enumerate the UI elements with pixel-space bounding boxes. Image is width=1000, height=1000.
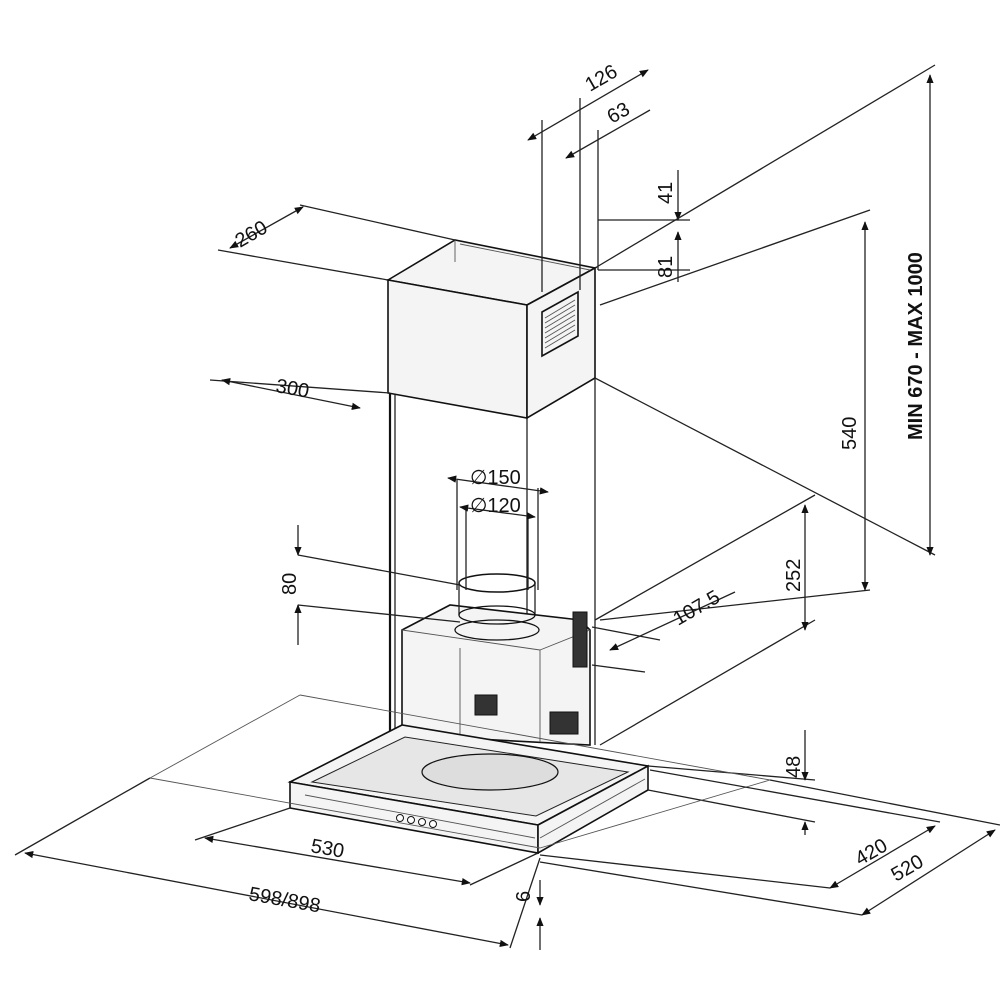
chimney [385, 239, 598, 745]
dim-48: 48 [783, 756, 805, 778]
dimension-lines [14, 64, 1000, 950]
dim-420: 420 [852, 835, 892, 871]
dim-min-max: MIN 670 - MAX 1000 [905, 252, 927, 440]
dim-540: 540 [839, 417, 861, 450]
dim-520: 520 [888, 851, 928, 887]
control-knob-4 [429, 820, 437, 828]
canopy-opening [421, 753, 559, 791]
dim-diameter-120: ∅120 [470, 495, 521, 517]
duct-collar-top [458, 573, 536, 593]
dim-300: 300 [274, 375, 311, 402]
dim-126: 126 [582, 61, 622, 97]
vent-grille [541, 290, 579, 358]
dim-81: 81 [655, 256, 677, 278]
dim-63: 63 [604, 98, 634, 128]
motor-housing [401, 573, 591, 746]
chimney-left-face [387, 279, 528, 419]
dim-530: 530 [309, 835, 346, 862]
motor-block-right [549, 711, 579, 735]
canopy [287, 724, 651, 855]
bracket [572, 611, 588, 668]
control-knob-2 [407, 816, 415, 824]
motor-block-left [474, 694, 498, 716]
dim-598-898: 598/898 [247, 883, 322, 917]
dim-260: 260 [232, 217, 272, 253]
control-knob-3 [418, 818, 426, 826]
dim-6: 6 [513, 891, 535, 902]
dim-252: 252 [783, 559, 805, 592]
dim-diameter-150: ∅150 [470, 467, 521, 489]
dim-107-5: 107.5 [670, 586, 724, 630]
control-knob-1 [396, 814, 404, 822]
dim-80: 80 [279, 573, 301, 595]
dim-41: 41 [655, 182, 677, 204]
